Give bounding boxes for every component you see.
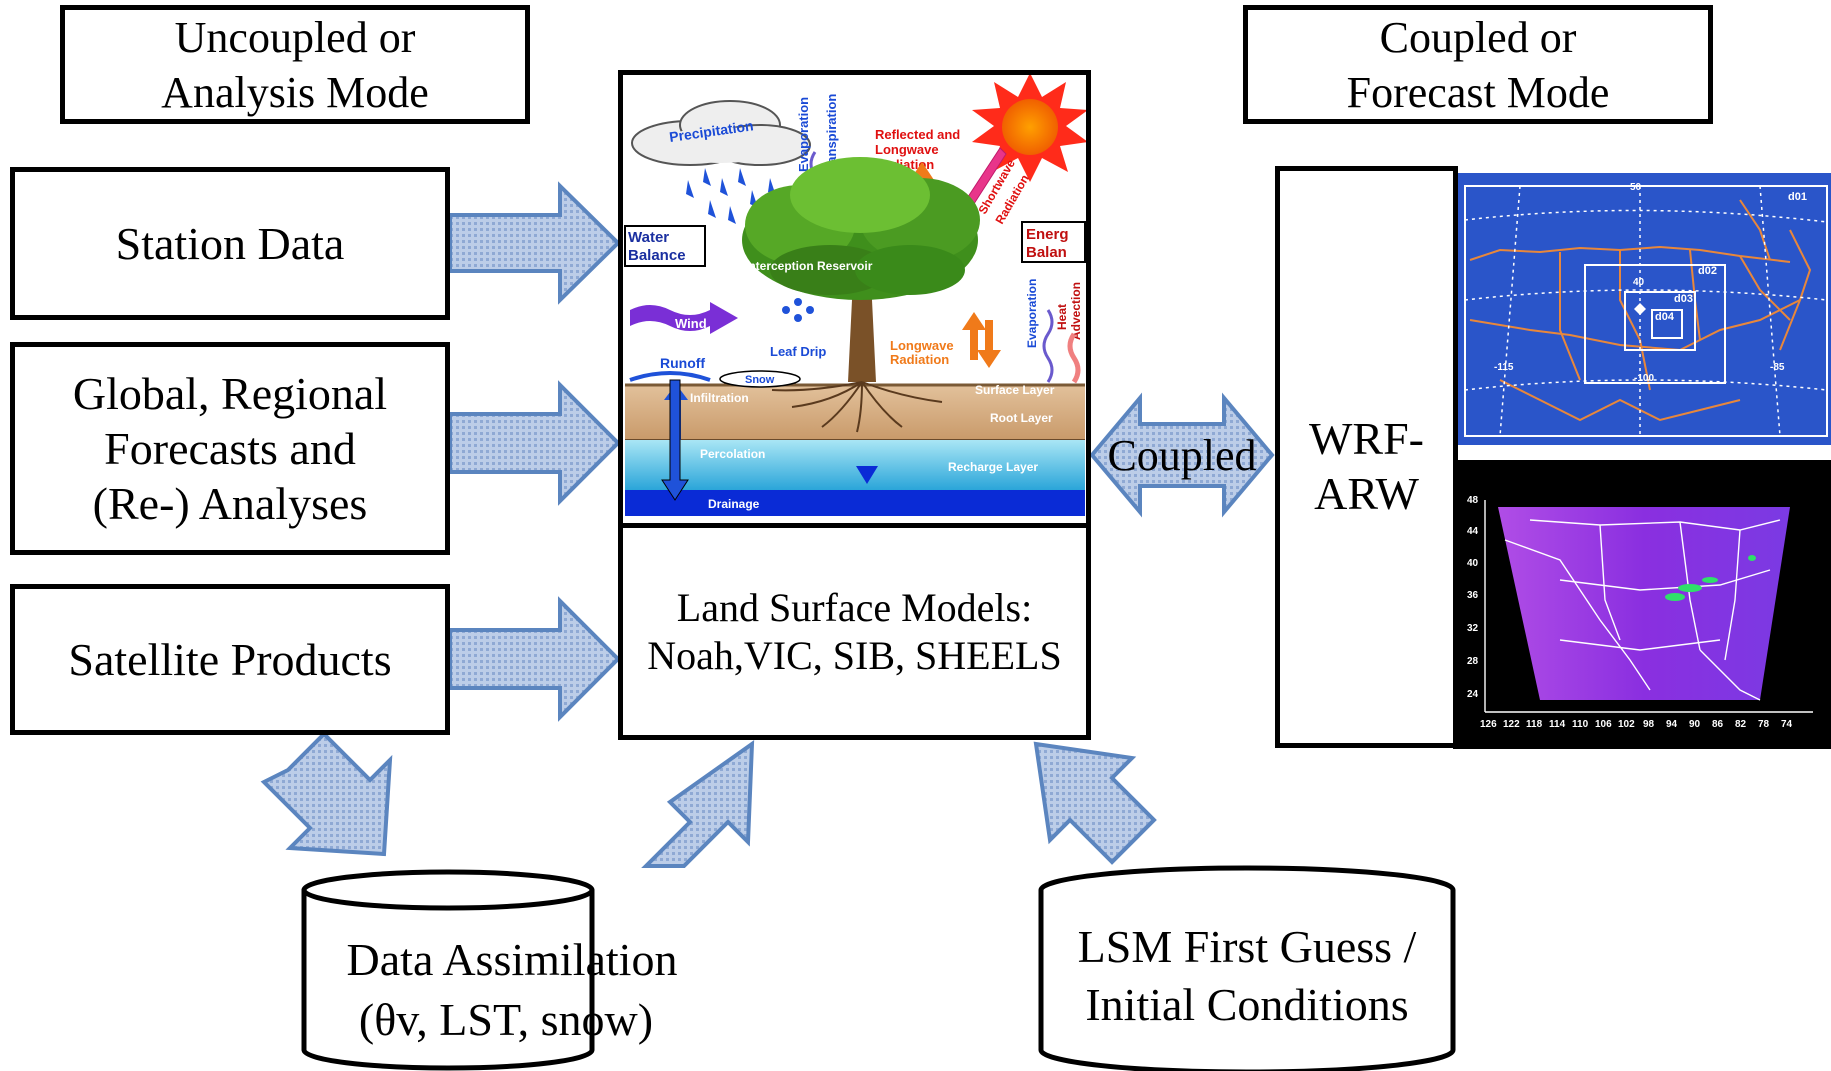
first-guess-line1: LSM First Guess /	[1078, 921, 1417, 972]
y-tick-48: 48	[1467, 495, 1479, 506]
evaporation-label: Evaporation	[796, 97, 811, 172]
x-tick-102: 102	[1618, 719, 1635, 730]
root-layer-label: Root Layer	[990, 411, 1053, 425]
x-tick-90: 90	[1689, 719, 1701, 730]
coupled-label: Coupled	[1107, 431, 1256, 480]
x-tick-78: 78	[1758, 719, 1770, 730]
transpiration-label: Transpiration	[824, 94, 839, 176]
reflected-line2: Longwave	[875, 142, 939, 157]
domain-d02-label: d02	[1698, 265, 1717, 277]
leaf-drip-drops	[782, 298, 814, 322]
heat-line2: Advection	[1069, 282, 1083, 340]
surface-layer-label: Surface Layer	[975, 383, 1055, 397]
uncoupled-mode-title: Uncoupled or Analysis Mode	[60, 5, 530, 124]
arrow-assimilation-to-lsm	[641, 740, 755, 868]
y-tick-28: 28	[1467, 656, 1479, 667]
infiltration-label: Infiltration	[690, 391, 749, 405]
recharge-layer-label: Recharge Layer	[948, 460, 1038, 474]
water-balance-line2: Balance	[628, 247, 686, 264]
wrf-arw-box: WRF- ARW	[1275, 166, 1458, 748]
arrow-satellite-to-assimilation	[260, 731, 393, 857]
water-balance-line1: Water	[628, 229, 669, 246]
data-assimilation-line2: (θv, LST, snow)	[359, 994, 653, 1045]
longwave-line2: Radiation	[890, 352, 949, 367]
domain-d04-label: d04	[1655, 311, 1675, 323]
station-data-box: Station Data	[10, 167, 450, 320]
root-soil-layer	[625, 385, 1085, 440]
coupled-mode-title: Coupled or Forecast Mode	[1243, 5, 1713, 124]
y-tick-36: 36	[1467, 590, 1479, 601]
energy-balance-box	[1021, 221, 1086, 263]
arrow-station-to-lsm	[448, 181, 621, 305]
first-guess-cylinder	[1038, 865, 1456, 1071]
leaf-drip-label: Leaf Drip	[770, 344, 826, 359]
longwave-line1: Longwave	[890, 338, 954, 353]
lat-label-50: 50	[1630, 182, 1642, 193]
x-tick-114: 114	[1549, 719, 1566, 730]
recharge-water-layer	[625, 440, 1085, 490]
wrf-field-map: 48 44 40 36 32 28 24 126 122 118 114 110…	[1453, 460, 1831, 749]
domain-d01-label: d01	[1788, 191, 1807, 203]
roots	[771, 381, 943, 433]
evaporation2-label: Evaporation	[1025, 279, 1039, 348]
x-tick-118: 118	[1526, 719, 1543, 730]
heat-line1: Heat	[1055, 304, 1069, 330]
lon-label-115: -115	[1494, 362, 1514, 373]
drainage-label: Drainage	[708, 497, 760, 511]
data-assimilation-line1: Data Assimilation	[347, 934, 678, 985]
energy-balance-line2: Balan	[1026, 244, 1067, 261]
x-tick-74: 74	[1781, 719, 1793, 730]
energy-balance-line1: Energ	[1026, 226, 1069, 243]
x-tick-86: 86	[1712, 719, 1724, 730]
first-guess-line2: Initial Conditions	[1085, 979, 1408, 1030]
y-tick-44: 44	[1467, 526, 1479, 537]
lat-label-40: 40	[1633, 277, 1645, 288]
forecasts-analyses-box: Global, Regional Forecasts and (Re-) Ana…	[10, 342, 450, 555]
interception-label: Interception Reservoir	[745, 259, 873, 273]
lon-label-85: -85	[1770, 362, 1785, 373]
x-tick-94: 94	[1666, 719, 1678, 730]
y-tick-32: 32	[1467, 623, 1479, 634]
tree-icon	[742, 157, 980, 382]
data-assimilation-cylinder	[301, 869, 595, 1071]
y-tick-24: 24	[1467, 689, 1479, 700]
cloud-icon	[631, 100, 811, 166]
coupled-double-arrow	[1089, 392, 1275, 518]
water-balance-box	[624, 225, 706, 267]
drainage-layer	[625, 490, 1085, 516]
x-tick-126: 126	[1480, 719, 1497, 730]
arrow-forecasts-to-lsm	[448, 380, 621, 506]
x-tick-122: 122	[1503, 719, 1520, 730]
land-surface-illustration: Precipitation Evaporation Transpiration …	[624, 73, 1088, 516]
y-tick-40: 40	[1467, 558, 1479, 569]
x-tick-98: 98	[1643, 719, 1655, 730]
model-field-area	[1498, 507, 1790, 700]
x-tick-110: 110	[1572, 719, 1589, 730]
lsm-label-box: Land Surface Models: Noah,VIC, SIB, SHEE…	[623, 528, 1086, 735]
x-tick-82: 82	[1735, 719, 1747, 730]
wrf-arw-label: WRF- ARW	[1309, 413, 1424, 520]
lsm-divider	[618, 523, 1091, 528]
lsm-label: Land Surface Models: Noah,VIC, SIB, SHEE…	[647, 584, 1062, 678]
wind-label: Wind	[675, 316, 707, 331]
percolation-label: Percolation	[700, 447, 765, 461]
satellite-products-box: Satellite Products	[10, 584, 450, 735]
arrow-satellite-to-lsm	[448, 596, 621, 722]
runoff-label: Runoff	[660, 355, 705, 371]
domain-d03-label: d03	[1674, 293, 1693, 305]
land-surface-models-box	[618, 70, 1091, 740]
reflected-line1: Reflected and	[875, 127, 960, 142]
x-tick-106: 106	[1595, 719, 1612, 730]
wrf-domain-map: d01 d02 d03 d04 50 40 -115 -100 -85	[1453, 173, 1831, 445]
arrow-firstguess-to-lsm	[1033, 741, 1157, 865]
lon-label-100: -100	[1634, 373, 1654, 384]
snow-label: Snow	[745, 374, 775, 386]
